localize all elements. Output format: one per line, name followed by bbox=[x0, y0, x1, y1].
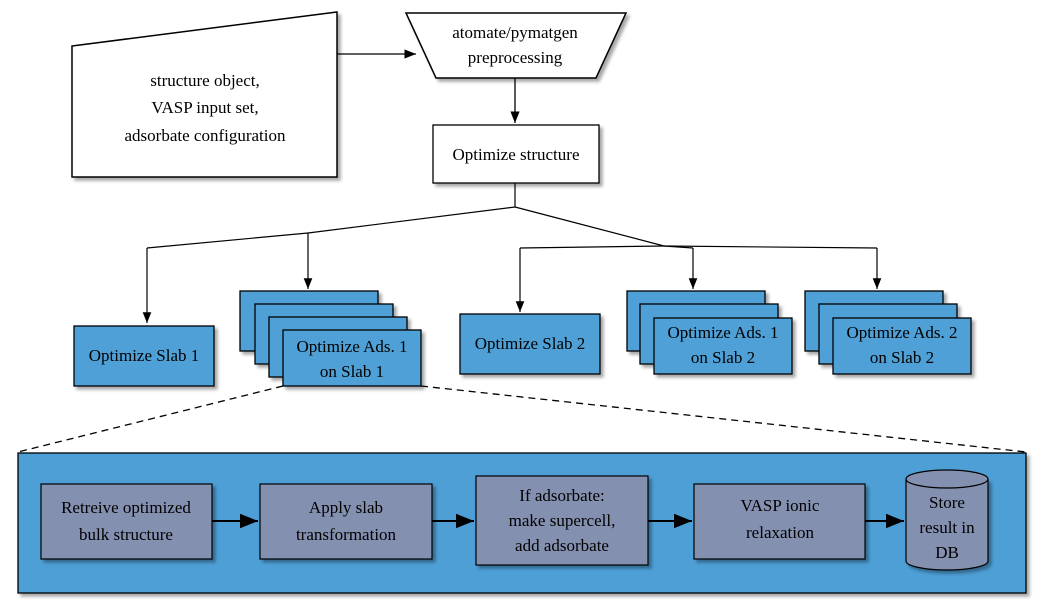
ads-1-slab-2-stack: Optimize Ads. 1 on Slab 2 bbox=[626, 290, 793, 375]
optimize-slab-1-node: Optimize Slab 1 bbox=[73, 325, 215, 387]
optimize-structure-label: Optimize structure bbox=[453, 145, 580, 164]
retrieve-line-2: bulk structure bbox=[79, 525, 173, 544]
db-line-3: DB bbox=[935, 543, 959, 562]
retrieve-bulk-step: Retreive optimized bulk structure bbox=[40, 483, 213, 560]
db-line-2: result in bbox=[919, 518, 975, 537]
ads-1-slab-2-line-2: on Slab 2 bbox=[691, 348, 755, 367]
slab-2-label: Optimize Slab 2 bbox=[475, 334, 585, 353]
zoom-line-left bbox=[17, 385, 284, 453]
slab-transform-line-2: transformation bbox=[296, 525, 397, 544]
optimize-slab-2-node: Optimize Slab 2 bbox=[459, 313, 601, 375]
slab-transform-step: Apply slab transformation bbox=[259, 483, 433, 560]
input-node: structure object, VASP input set, adsorb… bbox=[71, 11, 338, 178]
supercell-step: If adsorbate: make supercell, add adsorb… bbox=[475, 475, 649, 566]
ads-1-slab-1-line-1: Optimize Ads. 1 bbox=[297, 337, 408, 356]
database-store-step: Store result in DB bbox=[905, 469, 989, 571]
input-line-1: structure object, bbox=[150, 71, 260, 90]
preprocessing-line-2: preprocessing bbox=[468, 48, 563, 67]
input-line-2: VASP input set, bbox=[151, 98, 258, 117]
ads-1-slab-1-stack: Optimize Ads. 1 on Slab 1 bbox=[239, 290, 422, 387]
retrieve-line-1: Retreive optimized bbox=[61, 498, 191, 517]
ads-1-slab-1-line-2: on Slab 1 bbox=[320, 362, 384, 381]
slab-1-label: Optimize Slab 1 bbox=[89, 346, 199, 365]
optimize-structure-node: Optimize structure bbox=[432, 124, 600, 184]
ads-1-slab-2-line-1: Optimize Ads. 1 bbox=[668, 323, 779, 342]
ads-2-slab-2-stack: Optimize Ads. 2 on Slab 2 bbox=[804, 290, 972, 375]
relaxation-line-1: VASP ionic bbox=[741, 496, 820, 515]
zoom-line-right bbox=[420, 385, 1027, 453]
relaxation-step: VASP ionic relaxation bbox=[693, 483, 866, 560]
preprocessing-node: atomate/pymatgen preprocessing bbox=[404, 12, 628, 79]
input-line-3: adsorbate configuration bbox=[125, 126, 286, 145]
supercell-line-2: make supercell, bbox=[509, 511, 616, 530]
slab-transform-line-1: Apply slab bbox=[309, 498, 383, 517]
db-line-1: Store bbox=[929, 493, 965, 512]
ads-2-slab-2-line-2: on Slab 2 bbox=[870, 348, 934, 367]
supercell-line-3: add adsorbate bbox=[515, 536, 609, 555]
supercell-line-1: If adsorbate: bbox=[519, 486, 604, 505]
expanded-workflow-panel: Retreive optimized bulk structure Apply … bbox=[17, 452, 1027, 594]
relaxation-line-2: relaxation bbox=[746, 523, 814, 542]
ads-2-slab-2-line-1: Optimize Ads. 2 bbox=[847, 323, 958, 342]
branch-connectors bbox=[142, 183, 882, 323]
preprocessing-line-1: atomate/pymatgen bbox=[452, 23, 578, 42]
